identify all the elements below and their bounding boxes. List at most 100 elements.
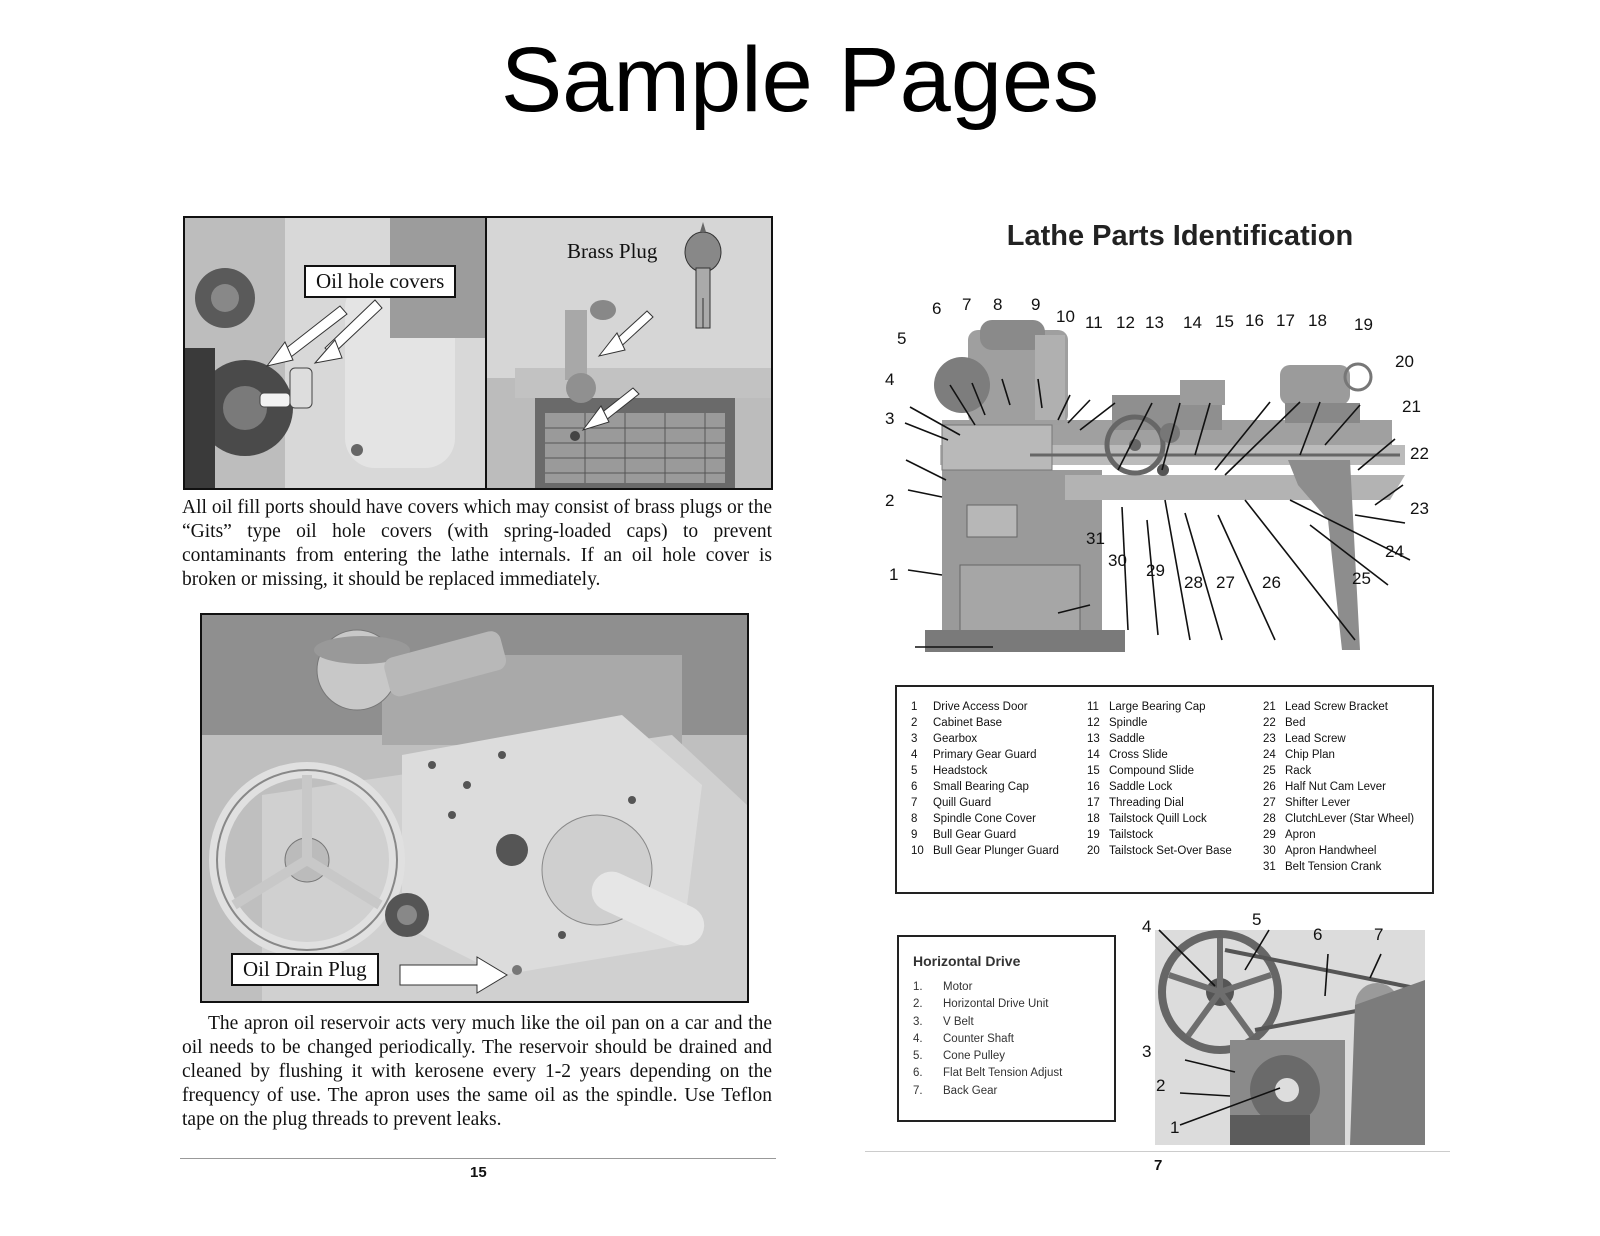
- diagram-number-16: 16: [1245, 311, 1264, 330]
- oil-hole-covers-photo: [183, 216, 773, 490]
- hd-photo-number-4: 4: [1142, 917, 1152, 936]
- main-title: Sample Pages: [500, 29, 1100, 131]
- diagram-number-7: 7: [962, 295, 972, 314]
- diagram-number-29: 29: [1146, 561, 1165, 580]
- diagram-number-4: 4: [885, 370, 895, 389]
- apron-drain-photo: [200, 613, 749, 1003]
- left-page: Oil hole covers Brass Plug All oil fill …: [180, 215, 800, 1215]
- apron-illustration: [202, 615, 747, 1001]
- list-item: 1.Motor: [913, 981, 973, 993]
- hd-photo-number-2: 2: [1156, 1076, 1166, 1095]
- oil-fill-ports-paragraph: All oil fill ports should have covers wh…: [182, 497, 772, 590]
- left-page-footer-rule: [180, 1158, 776, 1159]
- hd-photo-number-1: 1: [1170, 1118, 1180, 1137]
- diagram-number-8: 8: [993, 295, 1003, 314]
- list-item: 5.Cone Pulley: [913, 1050, 1006, 1063]
- diagram-number-14: 14: [1183, 313, 1202, 332]
- diagram-number-28: 28: [1184, 573, 1203, 592]
- horizontal-drive-list: 1.Motor 2.Horizontal Drive Unit 3.V Belt…: [913, 981, 1062, 1102]
- oil-hole-covers-illustration: [185, 218, 771, 488]
- horizontal-drive-photo: [1155, 929, 1425, 1145]
- diagram-number-18: 18: [1308, 311, 1327, 330]
- lathe-parts-diagram: [904, 320, 1411, 652]
- horizontal-drive-title: Horizontal Drive: [913, 953, 1021, 969]
- hd-photo-number-6: 6: [1313, 925, 1323, 944]
- diagram-number-3: 3: [885, 409, 895, 428]
- lathe-parts-heading: Lathe Parts Identification: [1006, 220, 1354, 252]
- apron-oil-reservoir-paragraph: The apron oil reservoir acts very much l…: [182, 1013, 772, 1130]
- diagram-number-11: 11: [1085, 313, 1103, 332]
- hd-photo-number-7: 7: [1374, 925, 1384, 944]
- diagram-number-9: 9: [1031, 295, 1041, 314]
- diagram-number-21: 21: [1402, 397, 1421, 416]
- left-page-number: 15: [470, 1164, 487, 1181]
- list-item: 3.V Belt: [913, 1015, 974, 1028]
- diagram-number-1: 1: [889, 565, 899, 584]
- list-item: 2.Horizontal Drive Unit: [913, 998, 1049, 1011]
- list-item: 4.Counter Shaft: [913, 1032, 1014, 1045]
- right-page-footer-rule: [865, 1151, 1450, 1152]
- diagram-number-24: 24: [1385, 542, 1404, 561]
- diagram-number-2: 2: [885, 491, 895, 510]
- diagram-number-20: 20: [1395, 352, 1414, 371]
- hd-photo-number-3: 3: [1142, 1042, 1152, 1061]
- hd-photo-number-5: 5: [1252, 910, 1262, 929]
- diagram-number-12: 12: [1116, 313, 1135, 332]
- diagram-number-22: 22: [1410, 444, 1429, 463]
- list-item: 7.Back Gear: [913, 1084, 998, 1097]
- diagram-number-13: 13: [1145, 313, 1164, 332]
- diagram-number-27: 27: [1216, 573, 1235, 592]
- diagram-number-26: 26: [1262, 573, 1281, 592]
- horizontal-drive-box: Horizontal Drive 1.Motor 2.Horizontal Dr…: [897, 935, 1116, 1122]
- list-item: 6.Flat Belt Tension Adjust: [913, 1067, 1063, 1080]
- diagram-number-23: 23: [1410, 499, 1429, 518]
- oil-hole-covers-callout: Oil hole covers: [304, 265, 457, 298]
- right-page: Lathe Parts Identification: [865, 215, 1490, 1215]
- diagram-number-6: 6: [932, 299, 942, 318]
- diagram-number-19: 19: [1354, 315, 1373, 334]
- diagram-number-31: 31: [1086, 529, 1105, 548]
- right-page-number: 7: [1154, 1157, 1163, 1174]
- diagram-number-17: 17: [1276, 311, 1295, 330]
- diagram-number-10: 10: [1056, 307, 1075, 326]
- diagram-number-25: 25: [1352, 569, 1371, 588]
- diagram-number-5: 5: [897, 329, 907, 348]
- oil-drain-plug-callout: Oil Drain Plug: [231, 953, 379, 986]
- diagram-number-15: 15: [1215, 312, 1234, 331]
- brass-plug-label: Brass Plug: [567, 239, 658, 263]
